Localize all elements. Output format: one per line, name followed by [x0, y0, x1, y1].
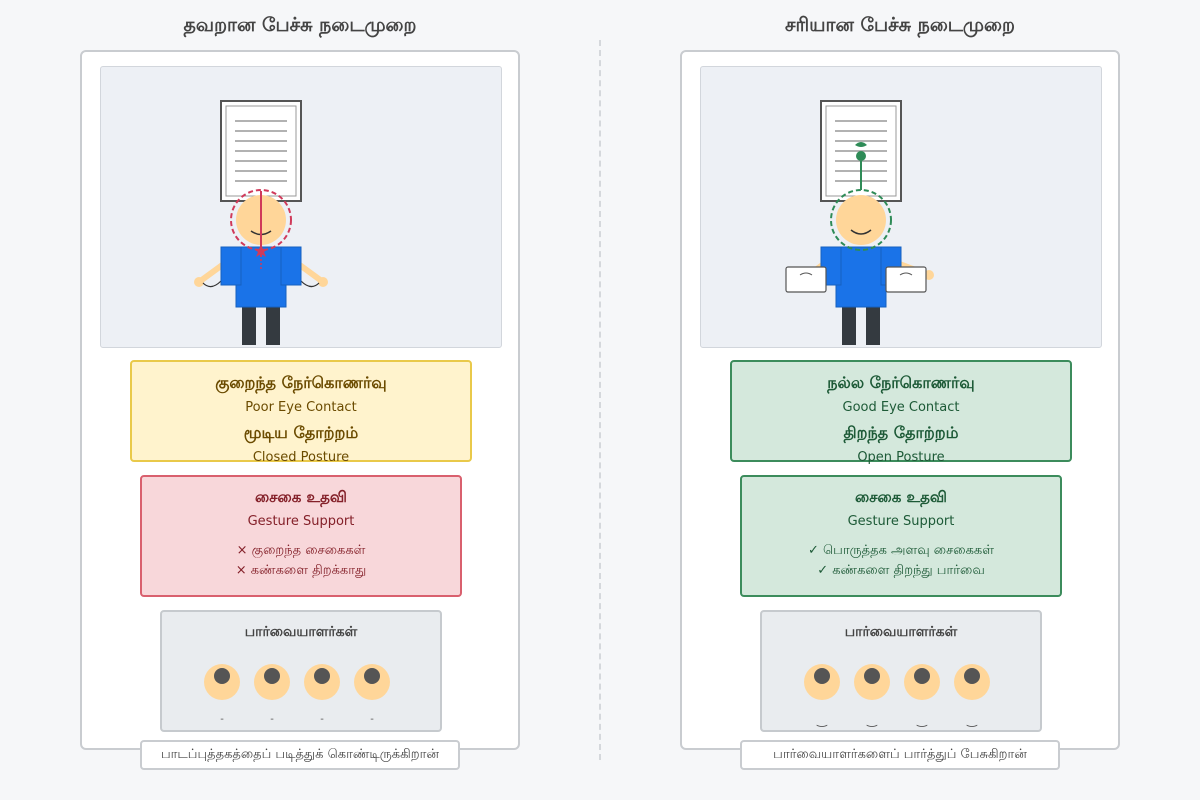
audience-face-icon — [804, 664, 840, 700]
audience-face-icon — [304, 664, 340, 700]
right-speaker-illustration — [785, 100, 934, 345]
gesture-title: சைகை உதவி — [255, 488, 347, 506]
gesture-title: சைகை உதவி — [855, 488, 947, 506]
posture-label: திறந்த தோற்றம் — [843, 423, 959, 442]
audience-mark: - — [220, 714, 224, 725]
left-gesture-box: சைகை உதவி Gesture Support × குறைந்த சைகை… — [140, 475, 462, 597]
audience-title: பார்வையாளர்கள் — [844, 624, 958, 640]
gesture-item: × குறைந்த சைகைகள் — [236, 543, 366, 558]
left-scene — [100, 66, 502, 348]
left-audience-box: பார்வையாளர்கள் - - - - — [160, 610, 442, 732]
audience-mark: - — [320, 714, 324, 725]
audience-mark: ‿ — [816, 713, 828, 727]
gesture-english: Gesture Support — [847, 514, 955, 529]
eye-contact-label: நல்ல நேர்கொணர்வு — [827, 373, 975, 392]
left-hand-card — [785, 266, 827, 293]
audience-face-icon — [204, 664, 240, 700]
focus-ring — [230, 189, 292, 251]
audience-faces: - - - - — [204, 664, 390, 725]
audience-face-icon — [954, 664, 990, 700]
audience-face-icon — [904, 664, 940, 700]
gesture-item: ✓ பொருத்தக அளவு சைகைகள் — [808, 543, 994, 558]
audience-face-icon — [254, 664, 290, 700]
right-caption: பார்வையாளர்களைப் பார்த்துப் பேசுகிறான் — [740, 740, 1060, 770]
right-column-title: சரியான பேச்சு நடைமுறை — [785, 14, 1015, 36]
audience-mark: - — [370, 714, 374, 725]
gesture-item: × கண்களை திறக்காது — [235, 563, 367, 578]
right-eye-posture-box: நல்ல நேர்கொணர்வு Good Eye Contact திறந்த… — [730, 360, 1072, 465]
audience-faces: ‿ ‿ ‿ ‿ — [804, 664, 990, 727]
gesture-english: Gesture Support — [247, 514, 355, 529]
eye-contact-english: Good Eye Contact — [842, 400, 960, 415]
right-hand-card — [885, 266, 927, 293]
left-column-title: தவறான பேச்சு நடைமுறை — [183, 14, 417, 36]
right-scene — [700, 66, 1102, 348]
posture-label: மூடிய தோற்றம் — [243, 423, 359, 442]
posture-english: Closed Posture — [252, 450, 350, 465]
star-icon — [254, 244, 268, 257]
right-panel: நல்ல நேர்கொணர்வு Good Eye Contact திறந்த… — [680, 50, 1120, 750]
focus-ring — [830, 189, 892, 251]
eye-contact-label: குறைந்த நேர்கொணர்வு — [215, 373, 387, 392]
posture-english: Open Posture — [857, 450, 945, 465]
left-leg — [242, 305, 256, 345]
audience-mark: ‿ — [866, 713, 878, 727]
paper-icon — [220, 100, 302, 202]
left-speaker-illustration — [194, 100, 328, 345]
audience-mark: ‿ — [966, 713, 978, 727]
right-leg — [266, 305, 280, 345]
audience-mark: - — [270, 714, 274, 725]
audience-mark: ‿ — [916, 713, 928, 727]
left-eye-posture-box: குறைந்த நேர்கொணர்வு Poor Eye Contact மூட… — [130, 360, 472, 465]
audience-title: பார்வையாளர்கள் — [244, 624, 358, 640]
audience-face-icon — [354, 664, 390, 700]
left-caption: பாடப்புத்தகத்தைப் படித்துக் கொண்டிருக்கி… — [140, 740, 460, 770]
audience-face-icon — [854, 664, 890, 700]
right-gesture-box: சைகை உதவி Gesture Support ✓ பொருத்தக அளவ… — [740, 475, 1062, 597]
left-panel: குறைந்த நேர்கொணர்வு Poor Eye Contact மூட… — [80, 50, 520, 750]
eye-icon — [855, 142, 867, 147]
gesture-item: ✓ கண்களை திறந்து பார்வை — [817, 563, 985, 578]
right-audience-box: பார்வையாளர்கள் ‿ ‿ ‿ ‿ — [760, 610, 1042, 732]
center-divider — [599, 40, 601, 760]
eye-contact-english: Poor Eye Contact — [245, 400, 357, 415]
